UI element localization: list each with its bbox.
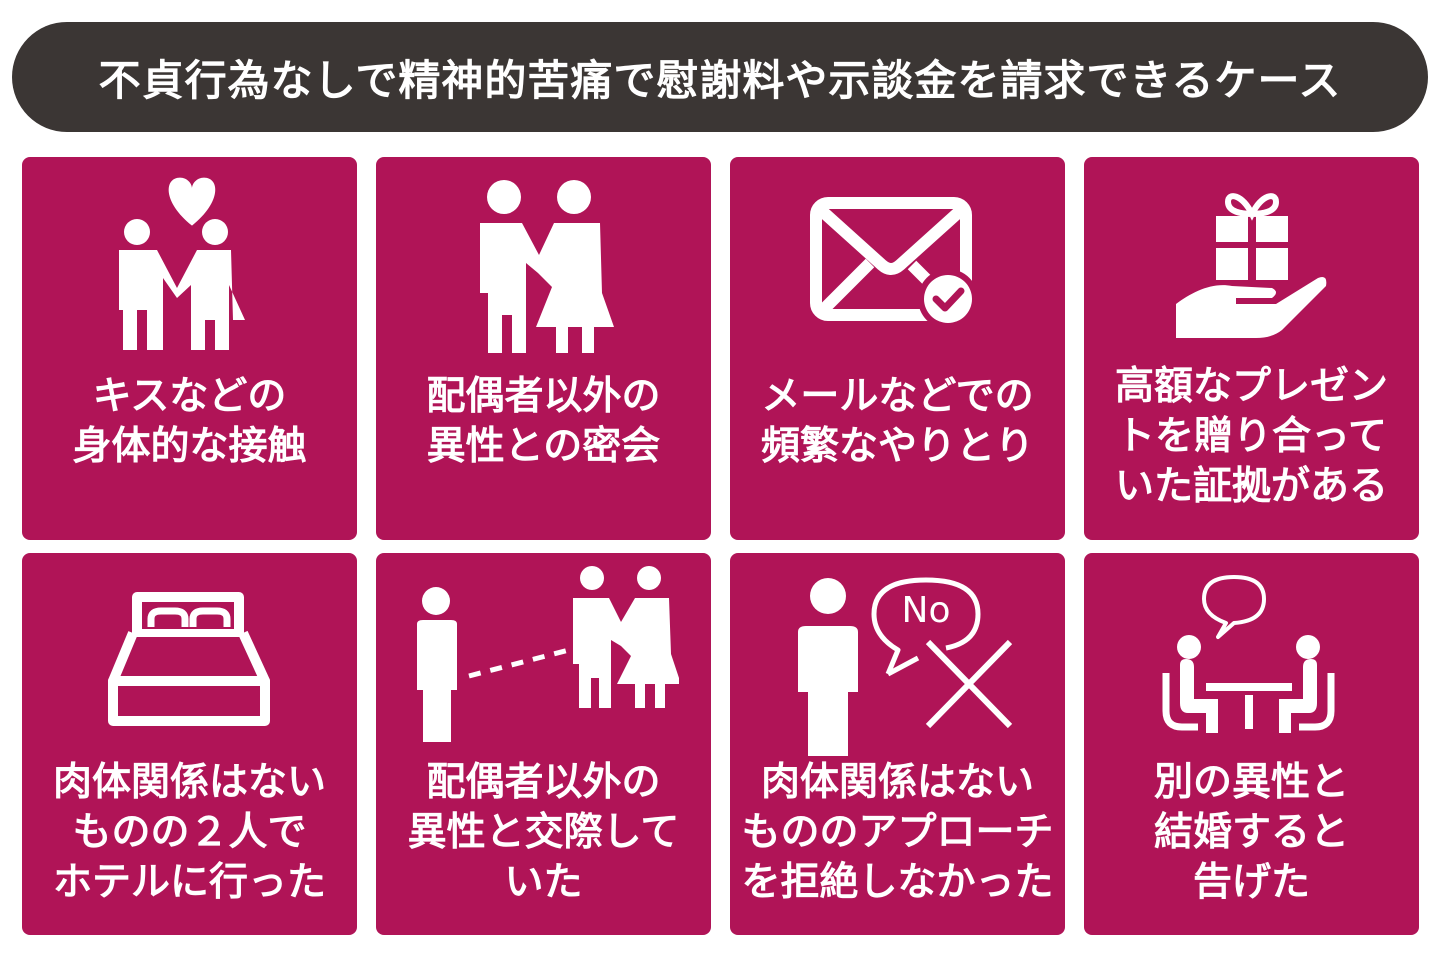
title-banner: 不貞行為なしで精神的苦痛で慰謝料や示談金を請求できるケース [12, 22, 1428, 132]
person-no-refusal-icon: No [797, 577, 1012, 756]
case-caption: メールなどでの 頻繁なやりとり [760, 374, 1034, 469]
case-card-dating: 配偶者以外の 異性と交際して いた [376, 553, 711, 935]
case-caption: 肉体関係はない ものの２人で ホテルに行った [52, 760, 326, 905]
case-card-not-refusing-approach: No 肉体関係はない もののアプローチ を拒絶しなかった [730, 553, 1065, 935]
case-card-frequent-messages: メールなどでの 頻繁なやりとり [730, 157, 1065, 540]
case-caption: キスなどの 身体的な接触 [72, 374, 307, 469]
page-title: 不貞行為なしで精神的苦痛で慰謝料や示談金を請求できるケース [98, 55, 1342, 105]
case-caption: 高額なプレゼン トを贈り合って いた証拠がある [1114, 364, 1388, 509]
case-caption: 配偶者以外の 異性との密会 [426, 374, 661, 469]
person-watching-couple-icon [416, 565, 679, 742]
gift-hand-icon [1175, 192, 1326, 338]
case-card-physical-contact: キスなどの 身体的な接触 [22, 157, 357, 540]
no-bubble-text: No [901, 590, 950, 631]
case-card-secret-meeting: 配偶者以外の 異性との密会 [376, 157, 711, 540]
couple-holding-hands-icon [479, 179, 614, 353]
case-card-marriage-announcement: 別の異性と 結婚すると 告げた [1084, 553, 1419, 935]
table-conversation-icon [1162, 574, 1334, 733]
double-bed-icon [107, 591, 270, 726]
case-caption: 肉体関係はない もののアプローチ を拒絶しなかった [741, 760, 1054, 905]
case-caption: 別の異性と 結婚すると 告げた [1153, 760, 1349, 905]
mail-check-icon [809, 196, 978, 329]
case-caption: 配偶者以外の 異性と交際して いた [407, 760, 680, 905]
case-grid: キスなどの 身体的な接触 配偶者以外の 異性との密会 [22, 157, 1420, 935]
case-card-hotel-visit: 肉体関係はない ものの２人で ホテルに行った [22, 553, 357, 935]
couple-heart-icon [118, 177, 245, 350]
case-card-expensive-gifts: 高額なプレゼン トを贈り合って いた証拠がある [1084, 157, 1419, 540]
